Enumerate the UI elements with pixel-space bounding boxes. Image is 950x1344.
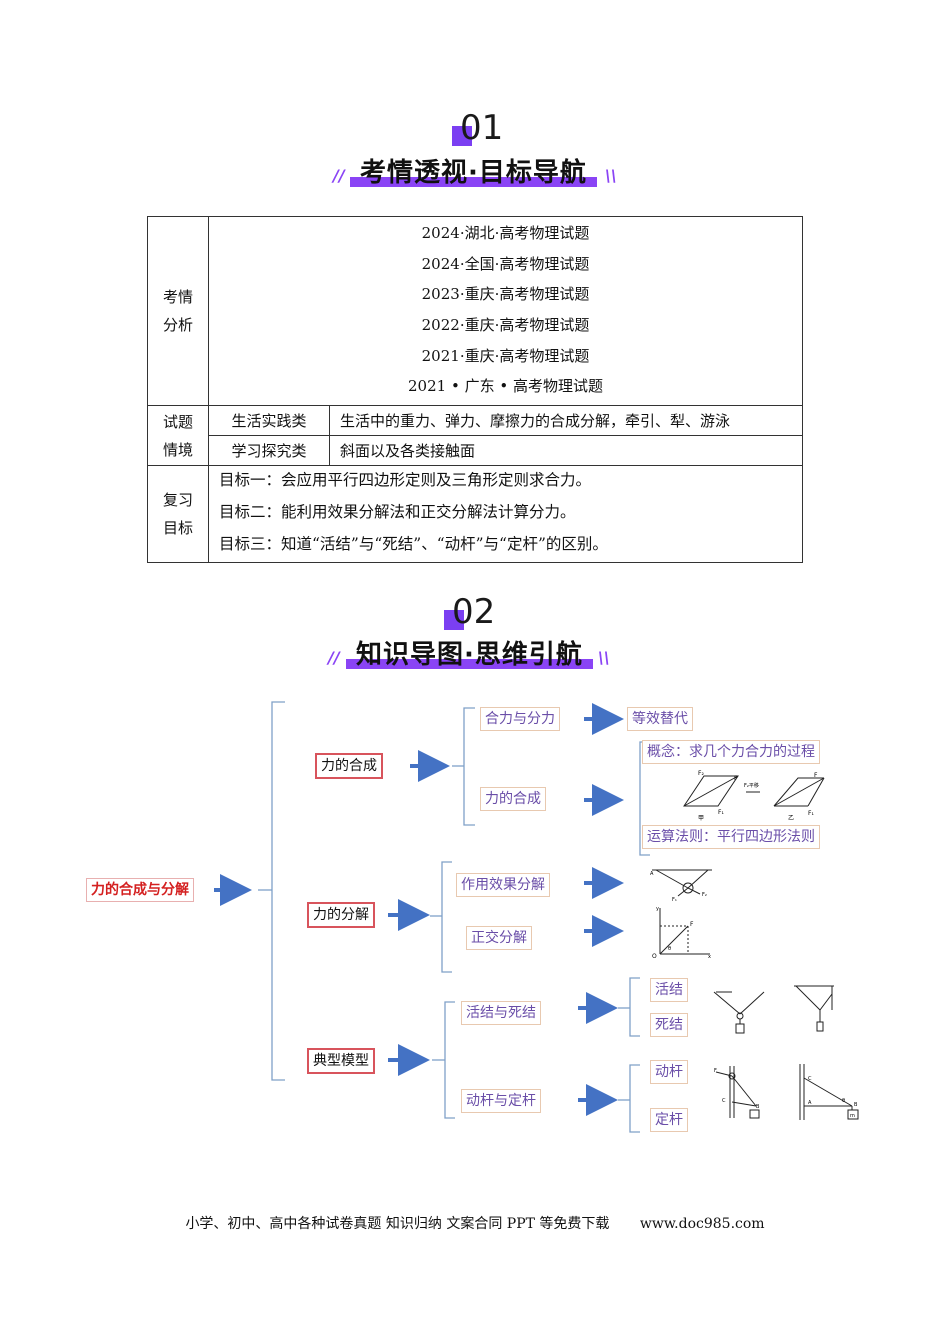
node-rods: 动杆与定杆 — [461, 1089, 541, 1113]
mindmap-connectors — [214, 701, 650, 1133]
moving-rod-figure: F C B — [714, 1066, 760, 1119]
fig-label: F₁ — [672, 897, 677, 902]
left-slash-decoration: // — [333, 166, 345, 185]
goals-list: 目标一：会应用平行四边形定则及三角形定则求合力。 目标二：能利用效果分解法和正交… — [208, 465, 803, 564]
fig-label: B — [756, 1104, 760, 1110]
year-item: 2024·湖北·高考物理试题 — [421, 224, 590, 242]
situation-label: 试题 情境 — [147, 405, 209, 467]
fig-label: x — [708, 954, 711, 960]
fig-label: y — [656, 906, 659, 912]
footer-text: 小学、初中、高中各种试卷真题 知识归纳 文案合同 PPT 等免费下载 — [185, 1216, 610, 1232]
node-equivalent: 等效替代 — [627, 707, 693, 731]
section-title: 考情透视·目标导航 — [350, 152, 597, 189]
node-fixed-rod: 定杆 — [650, 1108, 688, 1132]
node-resultant: 合力与分力 — [480, 707, 560, 731]
section-number: 02 — [444, 592, 495, 632]
fig-label: A — [808, 1100, 812, 1106]
exam-analysis-table: 考情 分析 2024·湖北·高考物理试题 2024·全国·高考物理试题 2023… — [147, 215, 803, 564]
year-item: 2023·重庆·高考物理试题 — [421, 285, 590, 304]
live-knot-figure — [713, 991, 765, 1034]
left-slash-decoration: // — [328, 648, 340, 667]
node-orthogonal: 正交分解 — [466, 926, 532, 950]
node-concept: 概念：求几个力合力的过程 — [642, 740, 820, 764]
section-title: 知识导图·思维引航 — [346, 634, 593, 671]
node-knots: 活结与死结 — [461, 1001, 541, 1025]
fig-label: θ — [842, 1098, 845, 1104]
fig-label: O — [652, 953, 657, 960]
node-live-knot: 活结 — [650, 978, 688, 1002]
fig-label: F — [714, 1068, 717, 1074]
node-moving-rod: 动杆 — [650, 1060, 688, 1084]
section-number: 01 — [452, 108, 503, 148]
situation-type: 学习探究类 — [208, 435, 330, 467]
fig-label: F — [690, 921, 694, 928]
fig-label: C — [808, 1076, 812, 1082]
fig-label: A — [650, 871, 654, 877]
goal-item: 目标一：会应用平行四边形定则及三角形定则求合力。 — [219, 471, 592, 490]
fig-label: F₁ — [808, 810, 814, 817]
node-compose: 力的合成 — [480, 787, 546, 811]
fig-label: F₂ — [698, 770, 704, 777]
branch-compose: 力的合成 — [315, 753, 383, 779]
year-item: 2022·重庆·高考物理试题 — [421, 316, 590, 335]
orthogonal-decomposition-figure: O F x y θ — [652, 906, 711, 960]
year-item: 2024·全国·高考物理试题 — [421, 254, 590, 273]
fixed-rod-figure: C A B θ m — [799, 1064, 859, 1120]
parallelogram-figures: F₂ F F₁ F₂平移 甲 乙 F F₁ — [683, 770, 825, 822]
branch-models: 典型模型 — [307, 1048, 375, 1074]
fig-label: θ — [668, 946, 671, 952]
fig-label: F — [814, 772, 818, 779]
fig-label: F₂平移 — [744, 782, 759, 789]
analysis-label: 考情 分析 — [147, 215, 209, 407]
fig-label: B — [854, 1102, 858, 1108]
footer-link[interactable]: www.doc985.com — [639, 1216, 765, 1232]
node-effect: 作用效果分解 — [456, 873, 550, 897]
node-rule: 运算法则：平行四边形法则 — [642, 825, 820, 849]
fig-label: m — [850, 1113, 855, 1119]
fig-label: F — [734, 775, 738, 782]
fig-label: 甲 — [698, 815, 704, 822]
situation-content: 生活中的重力、弹力、摩擦力的合成分解，牵引、犁、游泳 — [329, 405, 803, 437]
right-slash-decoration: \\ — [605, 166, 617, 185]
node-dead-knot: 死结 — [650, 1013, 688, 1037]
root-node: 力的合成与分解 — [86, 878, 194, 902]
years-list: 2024·湖北·高考物理试题 2024·全国·高考物理试题 2023·重庆·高考… — [208, 215, 803, 407]
fig-label: 乙 — [788, 815, 794, 822]
fig-label: F₂ — [702, 892, 707, 898]
year-item: 2021·重庆·高考物理试题 — [421, 346, 590, 365]
right-slash-decoration: \\ — [598, 648, 610, 667]
goal-item: 目标二：能利用效果分解法和正交分解法计算分力。 — [219, 503, 576, 522]
goal-item: 目标三：知道“活结”与“死结”、“动杆”与“定杆”的区别。 — [219, 535, 608, 554]
dead-knot-figure — [794, 985, 834, 1032]
effect-decomposition-figure: A F₂ F₁ — [650, 869, 712, 902]
fig-label: C — [722, 1098, 726, 1104]
situation-type: 生活实践类 — [208, 405, 330, 437]
situation-content: 斜面以及各类接触面 — [329, 435, 803, 467]
branch-decompose: 力的分解 — [307, 902, 375, 928]
page-footer: 小学、初中、高中各种试卷真题 知识归纳 文案合同 PPT 等免费下载 www.d… — [0, 1213, 950, 1233]
goals-label: 复习 目标 — [147, 465, 209, 564]
fig-label: F₁ — [718, 809, 724, 816]
year-item: 2021 • 广东 • 高考物理试题 — [408, 377, 603, 396]
